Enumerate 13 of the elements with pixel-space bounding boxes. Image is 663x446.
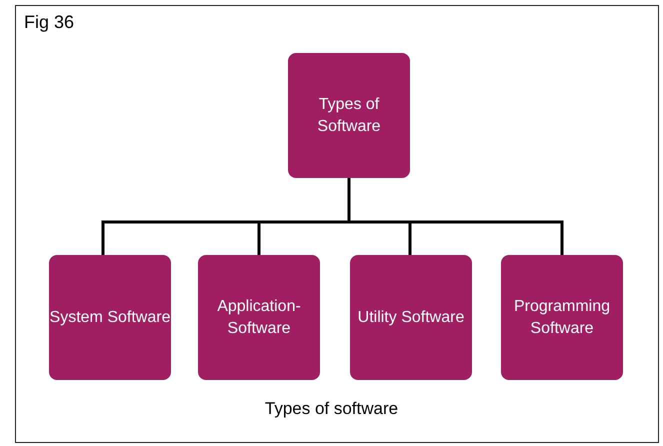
connector-line [348,178,564,255]
box-label: Application- Software [216,296,302,338]
box-label: System Software [50,308,170,328]
figure-number: Fig 36 [24,12,74,33]
process-box [49,255,171,380]
box-label: Programming Software [512,296,612,338]
process-box [501,255,623,380]
box-label: Types of Software [316,94,382,136]
process-box [350,255,472,380]
process-box [198,255,320,380]
box-label: Utility Software [358,308,464,328]
process-box [288,53,410,178]
caption: Types of software [264,399,400,419]
